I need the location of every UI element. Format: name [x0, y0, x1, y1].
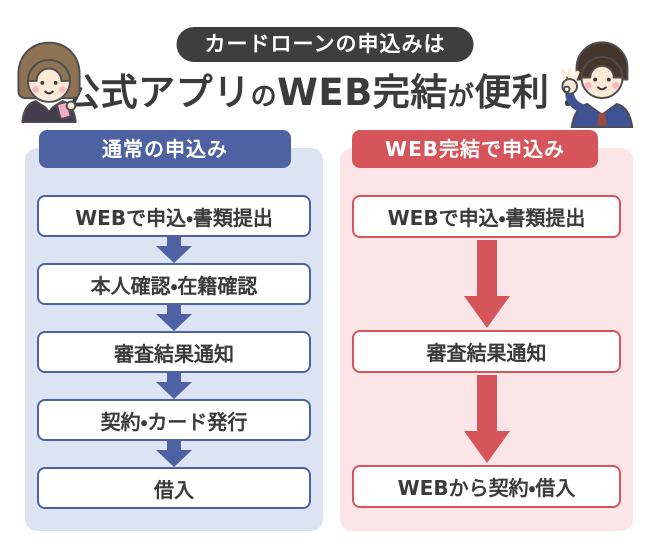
flow-step: WEBから契約・借入	[352, 465, 621, 508]
down-arrow-icon	[156, 441, 192, 467]
flow-step: 審査結果通知	[37, 331, 311, 373]
title-part: が	[447, 82, 475, 112]
man-ok-sign-icon	[560, 41, 634, 128]
page-title: 公式アプリのWEB完結が便利！	[0, 62, 650, 116]
flow-step: WEBで申込・書類提出	[37, 195, 311, 237]
web-complete-panel: WEB完結で申込み WEBで申込・書類提出 審査結果通知 WEBから契約・借入	[340, 130, 633, 531]
title-badge: カードローンの申込みは	[176, 27, 474, 62]
big-down-arrow-icon	[463, 238, 510, 330]
big-down-arrow-icon	[463, 373, 510, 465]
normal-application-header: 通常の申込み	[39, 130, 291, 168]
down-arrow-icon	[156, 305, 192, 331]
flow-step: 借入	[37, 467, 311, 509]
flow-step: WEBで申込・書類提出	[352, 195, 621, 238]
web-complete-header: WEB完結で申込み	[352, 130, 598, 168]
woman-with-phone-icon	[17, 41, 81, 123]
title-part: WEB完結	[277, 71, 448, 114]
down-arrow-icon	[156, 373, 192, 399]
flow-step: 審査結果通知	[352, 330, 621, 373]
normal-application-steps: WEBで申込・書類提出 本人確認・在籍確認 審査結果通知 契約・カード発行 借入	[37, 195, 311, 509]
title-part: の	[250, 82, 278, 112]
flow-step: 本人確認・在籍確認	[37, 263, 311, 305]
web-complete-steps: WEBで申込・書類提出 審査結果通知 WEBから契約・借入	[352, 195, 621, 508]
flow-step: 契約・カード発行	[37, 399, 311, 441]
title-part: 公式アプリ	[63, 71, 251, 114]
down-arrow-icon	[156, 237, 192, 263]
normal-application-panel: 通常の申込み WEBで申込・書類提出 本人確認・在籍確認 審査結果通知 契約・カ…	[25, 130, 323, 531]
